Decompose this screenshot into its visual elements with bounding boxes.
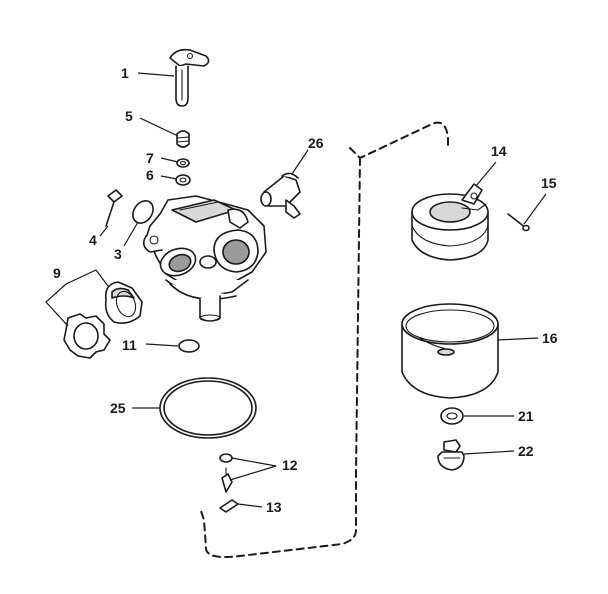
fuel-bowl-part [401,303,499,399]
label-part-16: 16 [542,330,558,346]
needle-valve-parts [219,453,233,493]
throttle-spring-part [176,130,190,148]
bowl-gasket-part [159,377,257,439]
leader-lines [45,72,547,508]
label-part-6: 6 [146,167,154,183]
hinge-pin-part [507,213,530,232]
label-part-3: 3 [114,246,122,262]
primer-bulb-part [104,281,143,324]
label-part-21: 21 [518,408,534,424]
label-part-22: 22 [518,443,534,459]
label-part-26: 26 [308,135,324,151]
label-part-1: 1 [121,65,129,81]
bowl-nut-part [437,439,465,471]
carburetor-body [142,195,267,322]
label-part-9: 9 [53,265,61,281]
washer-part [175,174,191,186]
bowl-washer-part [440,407,464,425]
label-part-15: 15 [541,175,557,191]
label-part-14: 14 [491,143,507,159]
throttle-screw-part [105,189,123,227]
label-part-4: 4 [89,232,97,248]
label-part-11: 11 [122,337,137,353]
label-part-13: 13 [266,499,282,515]
inlet-seat-part [178,339,200,353]
label-part-12: 12 [282,457,298,473]
label-part-7: 7 [146,150,154,166]
throttle-plate-part [132,200,154,224]
throttle-shaft-part [169,48,210,107]
shaft-seal-part [176,158,190,168]
float-part [411,183,489,261]
fuel-fitting-part [260,172,301,219]
float-pin-part [219,499,239,513]
primer-retainer-part [63,313,111,359]
assembly-dashed-outline [199,121,449,558]
label-part-25: 25 [110,400,126,416]
label-part-5: 5 [125,108,133,124]
